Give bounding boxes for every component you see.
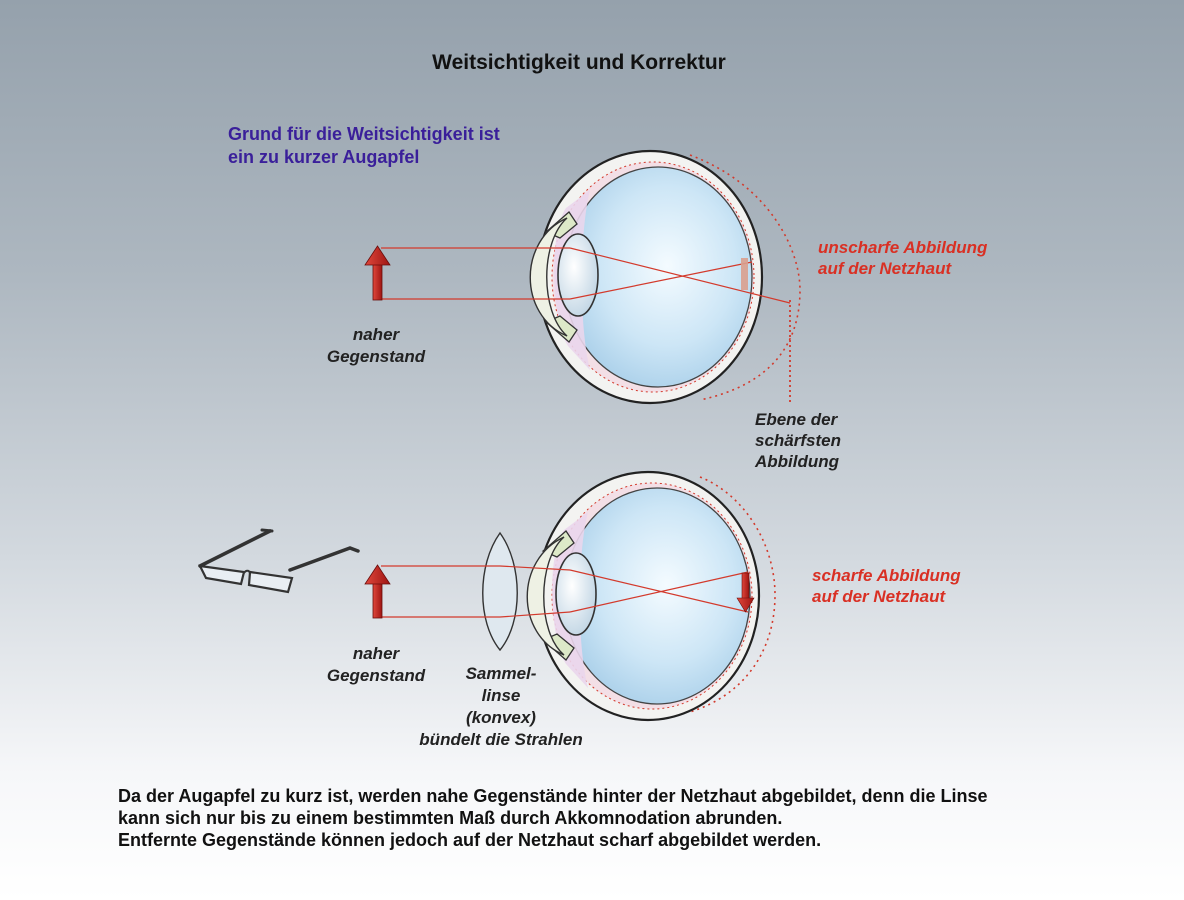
top-image-label-1: unscharfe Abbildung [818,238,988,257]
explanation-line-1: Da der Augapfel zu kurz ist, werden nahe… [118,786,988,806]
plane-label-2: schärfsten [755,431,841,450]
bottom-cornea [526,536,565,656]
convex-correction-lens [482,531,518,652]
bottom-object-label-1: naher [352,644,400,663]
explanation-line-3: Entfernte Gegenstände können jedoch auf … [118,830,822,850]
bottom-ray-upper-refracted [569,569,749,613]
top-eye [364,149,801,405]
bottom-eye-lens [555,552,597,636]
bottom-ray-lower-refracted [569,571,749,613]
bottom-image-label-2: auf der Netzhaut [812,587,946,606]
plane-label-3: Abbildung [755,452,840,471]
top-ray-lower-refracted [569,261,753,300]
top-eye-lens [557,233,599,317]
reason-line-1: Grund für die Weitsichtigkeit ist [228,124,500,144]
top-blurry-image [741,258,748,290]
explanation-line-2: kann sich nur bis zu einem bestimmten Ma… [118,808,783,828]
plane-label-1: Ebene der [755,410,838,429]
bottom-ray-lower-mid [499,611,571,618]
top-object-arrow [364,245,391,301]
top-object-label-1: naher [352,325,400,344]
bottom-object-arrow [364,564,391,619]
bottom-ideal-eyeball-outline [689,476,776,713]
top-image-label-2: auf der Netzhaut [818,259,952,278]
top-object-label-2: Gegenstand [326,347,426,366]
lens-label-3: (konvex) [466,708,536,727]
lens-label-4: bündelt die Strahlen [419,730,583,749]
top-ray-upper-refracted [569,247,791,304]
page-title: Weitsichtigkeit und Korrektur [432,51,726,74]
bottom-image-label-1: scharfe Abbildung [812,566,961,585]
lens-label-1: Sammel- [465,664,537,683]
bottom-eye [364,470,776,722]
bottom-ray-upper-mid [499,565,571,571]
reason-line-2: ein zu kurzer Augapfel [228,147,420,167]
bottom-object-label-2: Gegenstand [326,666,426,685]
glasses-icon [198,528,360,594]
lens-label-2: linse [481,686,521,705]
bottom-sharp-image-arrow [736,572,755,613]
